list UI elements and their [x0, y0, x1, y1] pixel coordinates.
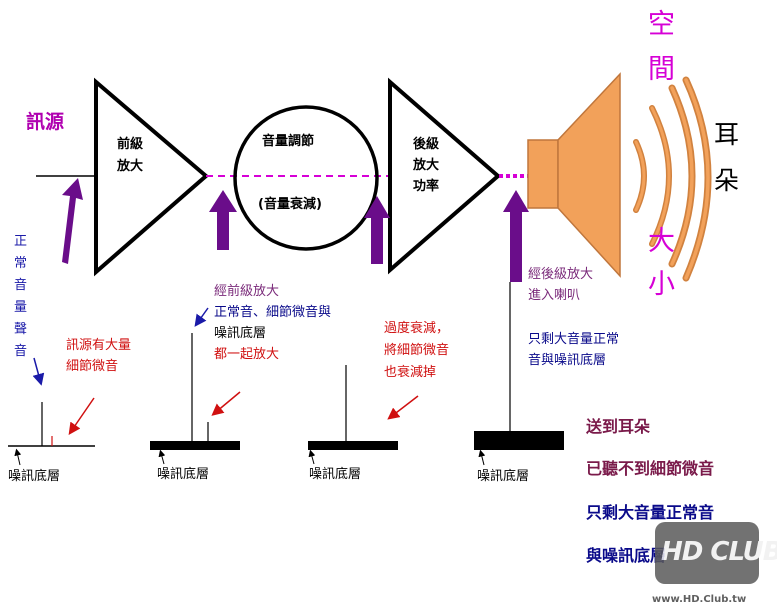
source-note-line1: 訊源有大量 — [66, 338, 131, 353]
remaining-note-line2: 音與噪訊底層 — [528, 352, 606, 368]
preamp-note-line1: 正常音、細節微音與 — [214, 304, 331, 320]
speaker-icon — [527, 72, 621, 278]
volume-note-line3: 也衰減掉 — [384, 364, 436, 380]
spectrum-power — [474, 282, 564, 450]
space-text-2: 間 — [648, 54, 675, 85]
purple-arrows — [62, 178, 529, 282]
volume-label-line2: (音量衰減) — [258, 196, 322, 212]
purple-arrow-preamp — [209, 190, 237, 250]
preamp-triangle — [94, 77, 210, 277]
vertical-char-5: 聲 — [14, 321, 27, 337]
space-text-1: 空 — [648, 9, 675, 40]
preamp-label-line2: 放大 — [116, 158, 143, 174]
watermark-url: www.HD.Club.tw — [652, 594, 746, 605]
noise-arrow-1 — [14, 448, 22, 466]
noise-floor-label-4: 噪訊底層 — [477, 468, 529, 484]
preamp-note-title: 經前級放大 — [214, 283, 279, 299]
spectrum-power-floor — [474, 431, 564, 450]
volume-note-line1: 過度衰減， — [384, 320, 449, 336]
source-note-line2: 細節微音 — [66, 358, 118, 374]
preamp-note-line3: 都一起放大 — [214, 347, 279, 362]
sound-waves-icon — [633, 76, 712, 282]
purple-arrow-power — [503, 190, 529, 282]
vertical-char-4: 量 — [14, 300, 27, 315]
ear-text-2: 朵 — [714, 166, 739, 195]
red-arrow-source — [68, 397, 95, 435]
spectrum-volume-floor — [308, 441, 398, 450]
source-label: 訊源 — [26, 110, 64, 133]
purple-arrow-source — [62, 178, 83, 264]
blue-arrow-preamp — [194, 307, 209, 327]
power-amp-label-line3: 功率 — [413, 178, 439, 194]
volume-note-line2: 將細節微音 — [384, 342, 449, 358]
vertical-char-1: 正 — [14, 234, 27, 249]
space-text-3: 大 — [648, 226, 675, 257]
hdclub-watermark: HD CLUB www.HD.Club.tw — [652, 522, 777, 605]
power-amp-label-line2: 放大 — [412, 157, 439, 173]
conclusion-line4: 與噪訊底層 — [586, 546, 666, 565]
vertical-char-3: 音 — [14, 277, 27, 293]
vertical-char-6: 音 — [14, 343, 27, 359]
conclusion-line2: 已聽不到細節微音 — [586, 459, 714, 478]
purple-arrow-volume — [364, 196, 390, 264]
blue-arrow-source — [32, 357, 45, 386]
volume-control-circle — [233, 105, 379, 251]
remaining-note-line1: 只剩大音量正常 — [528, 331, 619, 347]
volume-label-line1: 音量調節 — [262, 133, 314, 149]
space-text-4: 小 — [648, 269, 675, 300]
preamp-note-line2: 噪訊底層 — [214, 325, 266, 341]
noise-arrow-3 — [308, 449, 316, 465]
spectrum-source — [8, 402, 95, 447]
watermark-backdrop — [655, 522, 759, 584]
power-amp-triangle — [388, 77, 502, 275]
red-arrow-preamp — [211, 391, 241, 416]
noise-floor-label-2: 噪訊底層 — [157, 466, 209, 482]
spectrum-volume — [308, 365, 398, 450]
power-note-line1: 經後級放大 — [528, 267, 593, 282]
noise-floor-label-3: 噪訊底層 — [309, 466, 361, 482]
spectrum-preamp-floor — [150, 441, 240, 450]
conclusion-line3: 只剩大音量正常音 — [586, 503, 714, 522]
noise-arrow-4 — [478, 449, 486, 466]
spectrum-preamp — [150, 333, 240, 450]
power-amp-label-line1: 後級 — [413, 136, 439, 152]
noise-floor-label-1: 噪訊底層 — [8, 468, 60, 484]
conclusion-line1: 送到耳朵 — [585, 417, 650, 436]
red-arrow-volume — [387, 395, 419, 420]
vertical-char-2: 常 — [14, 256, 27, 271]
preamp-label-line1: 前級 — [117, 136, 143, 152]
watermark-logo: HD CLUB — [661, 537, 777, 567]
noise-arrow-2 — [158, 449, 166, 465]
power-note-line2: 進入喇叭 — [528, 288, 580, 303]
ear-text-1: 耳 — [714, 120, 739, 149]
normal-volume-label: 正 常 音 量 聲 音 — [14, 234, 27, 359]
